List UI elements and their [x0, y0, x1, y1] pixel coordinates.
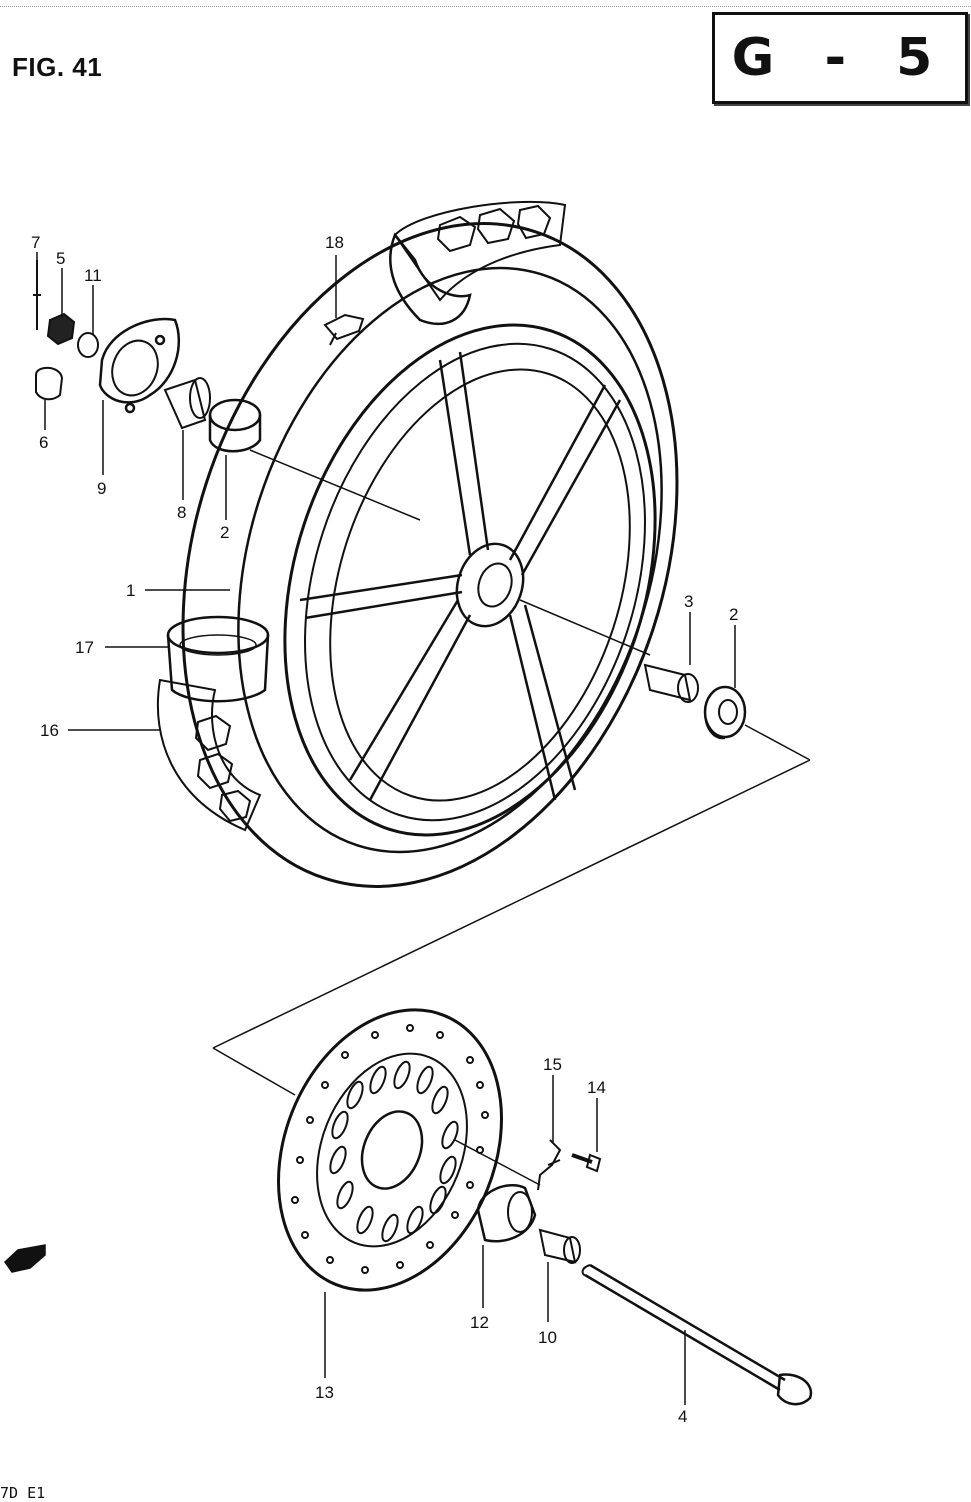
callout-8: 8 [177, 503, 186, 522]
cast-wheel [283, 313, 657, 837]
callout-1: 1 [126, 581, 135, 600]
figure-label: FIG. 41 [12, 52, 103, 82]
axle-nut [46, 312, 76, 346]
callout-5: 5 [56, 249, 65, 268]
callout-16: 16 [40, 721, 59, 740]
screw [571, 1153, 602, 1173]
callout-12: 12 [470, 1313, 489, 1332]
spacer [163, 377, 211, 430]
top-border-line [0, 6, 971, 8]
callout-4: 4 [678, 1407, 687, 1426]
cotter-pin [33, 260, 41, 330]
callout-17: 17 [75, 638, 94, 657]
retainer-clip [537, 1139, 562, 1191]
callout-7: 7 [31, 233, 40, 252]
bearing-right [703, 685, 747, 740]
spacer-right [643, 663, 699, 703]
collar [538, 1228, 581, 1264]
callout-13: 13 [315, 1383, 334, 1402]
section-code: G - 5 [731, 28, 949, 88]
bearing-left [208, 398, 262, 453]
callout-3: 3 [684, 592, 693, 611]
speedometer-drive [476, 1183, 537, 1243]
tire-tube-section [166, 615, 270, 703]
brake-disc [277, 1008, 503, 1292]
callout-11: 11 [84, 266, 102, 285]
callout-6: 6 [39, 433, 48, 452]
section-code-box: G - 5 [712, 12, 968, 104]
callout-14: 14 [587, 1078, 606, 1097]
callout-15: 15 [543, 1055, 562, 1074]
callout-9: 9 [97, 479, 106, 498]
callout-2-left: 2 [220, 523, 229, 542]
direction-arrow-icon [4, 1244, 46, 1273]
footer-code: 7D E1 [0, 1484, 46, 1502]
callout-2-right: 2 [729, 605, 738, 624]
speedometer-gearbox [98, 317, 180, 414]
cap-nut [35, 366, 64, 401]
front-axle [581, 1263, 813, 1406]
callout-numbers: 7 5 11 6 9 8 2 1 17 16 18 3 2 13 12 10 4… [31, 233, 738, 1426]
washer [77, 332, 99, 358]
leader-lines [36, 252, 736, 1405]
callout-10: 10 [538, 1328, 557, 1347]
callout-18: 18 [325, 233, 344, 252]
